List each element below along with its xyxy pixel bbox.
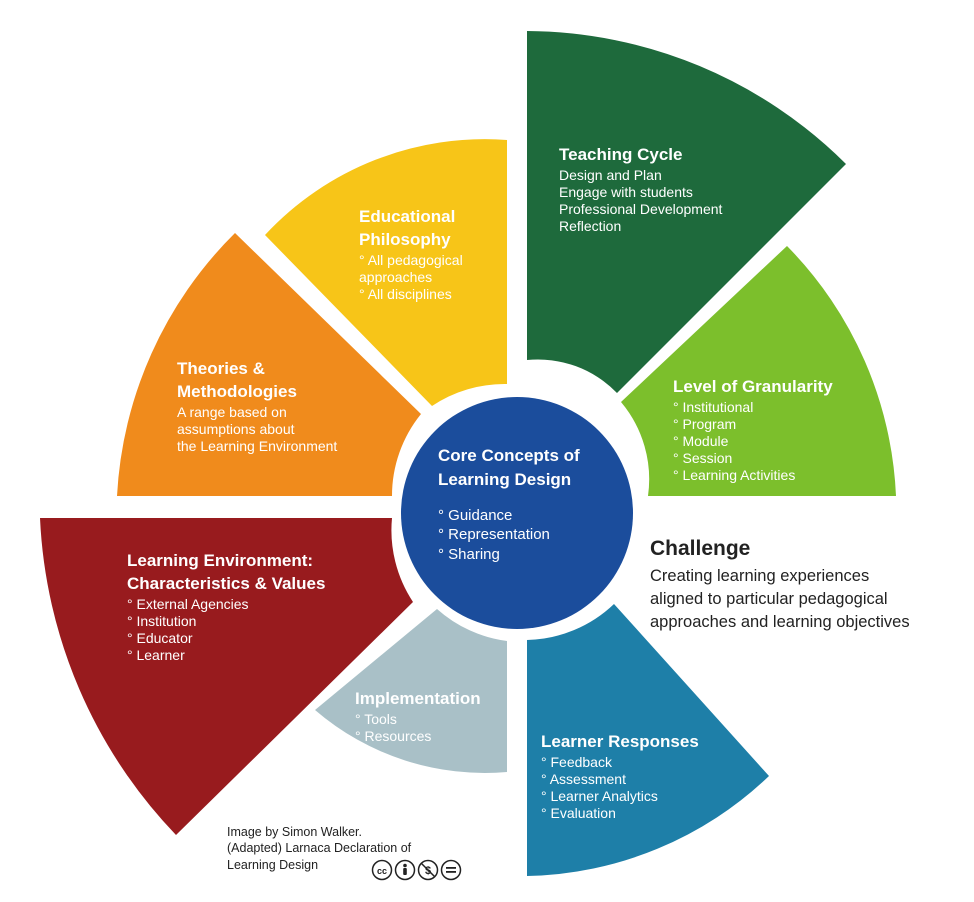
segment-learner-responses bbox=[527, 604, 769, 876]
segment-level-of-granularity bbox=[621, 246, 896, 496]
core-item: ° Representation bbox=[438, 526, 550, 544]
nc-icon: $ bbox=[417, 859, 439, 881]
granularity-item: ° Session bbox=[673, 450, 733, 467]
level-of-granularity-text: Level of Granularity ° Institutional ° P… bbox=[673, 376, 833, 484]
teaching-cycle-title: Teaching Cycle bbox=[559, 145, 683, 164]
implementation-item: ° Tools bbox=[355, 710, 397, 727]
educational-philosophy-title: Educational Philosophy bbox=[359, 207, 456, 249]
core-circle bbox=[401, 397, 633, 629]
theories-methodologies-title: Theories & Methodologies bbox=[177, 359, 297, 401]
educational-philosophy-item: ° All disciplines bbox=[359, 286, 452, 303]
teaching-cycle-item: Design and Plan bbox=[559, 166, 662, 183]
segment-learning-environment bbox=[40, 518, 413, 835]
challenge-body: Creating learning experiences aligned to… bbox=[650, 567, 910, 632]
teaching-cycle-item: Professional Development bbox=[559, 201, 723, 218]
teaching-cycle-item: Engage with students bbox=[559, 184, 693, 201]
level-of-granularity-title: Level of Granularity bbox=[673, 377, 833, 396]
learner-responses-item: ° Feedback bbox=[541, 753, 612, 770]
granularity-item: ° Program bbox=[673, 416, 737, 433]
core-item: ° Guidance bbox=[438, 506, 513, 524]
learner-responses-item: ° Evaluation bbox=[541, 805, 616, 822]
learner-responses-text: Learner Responses ° Feedback ° Assessmen… bbox=[541, 731, 699, 822]
svg-text:cc: cc bbox=[377, 866, 387, 876]
core-item: ° Sharing bbox=[438, 545, 500, 563]
segment-theories-methodologies bbox=[117, 233, 421, 496]
learning-environment-item: ° Institution bbox=[127, 612, 197, 629]
implementation-title: Implementation bbox=[355, 689, 481, 708]
teaching-cycle-item: Reflection bbox=[559, 218, 622, 235]
learning-environment-item: ° External Agencies bbox=[127, 595, 249, 612]
learning-environment-text: Learning Environment: Characteristics & … bbox=[127, 550, 325, 664]
learner-responses-item: ° Learner Analytics bbox=[541, 788, 658, 805]
educational-philosophy-text: Educational Philosophy ° All pedagogical… bbox=[359, 206, 463, 303]
implementation-text: Implementation ° Tools ° Resources bbox=[355, 688, 481, 745]
granularity-item: ° Institutional bbox=[673, 398, 754, 415]
by-icon bbox=[394, 859, 416, 881]
learning-environment-item: ° Learner bbox=[127, 647, 185, 664]
challenge-block: Challenge Creating learning experiences … bbox=[650, 537, 910, 634]
theories-item: assumptions about bbox=[177, 420, 295, 437]
theories-item: A range based on bbox=[177, 403, 287, 420]
core-text: Core Concepts of Learning Design ° Guida… bbox=[438, 444, 580, 564]
image-credit: Image by Simon Walker. (Adapted) Larnaca… bbox=[227, 825, 412, 872]
cc-icon: cc bbox=[371, 859, 393, 881]
segment-educational-philosophy bbox=[265, 139, 507, 406]
core-title: Core Concepts of Learning Design bbox=[438, 446, 580, 489]
theories-item: the Learning Environment bbox=[177, 438, 338, 455]
nd-icon bbox=[440, 859, 462, 881]
segment-teaching-cycle bbox=[527, 31, 846, 393]
granularity-item: ° Learning Activities bbox=[673, 467, 796, 484]
segment-implementation bbox=[315, 609, 507, 773]
granularity-item: ° Module bbox=[673, 433, 729, 450]
challenge-title: Challenge bbox=[650, 537, 751, 560]
cc-license-badge: cc $ bbox=[371, 859, 462, 881]
theories-methodologies-text: Theories & Methodologies A range based o… bbox=[177, 358, 337, 455]
learning-environment-title: Learning Environment: Characteristics & … bbox=[127, 551, 326, 593]
implementation-item: ° Resources bbox=[355, 728, 432, 745]
learner-responses-item: ° Assessment bbox=[541, 771, 626, 788]
educational-philosophy-item: ° All pedagogical approaches bbox=[359, 251, 463, 285]
learner-responses-title: Learner Responses bbox=[541, 732, 699, 751]
teaching-cycle-text: Teaching Cycle Design and Plan Engage wi… bbox=[559, 144, 722, 235]
learning-environment-item: ° Educator bbox=[127, 630, 193, 647]
